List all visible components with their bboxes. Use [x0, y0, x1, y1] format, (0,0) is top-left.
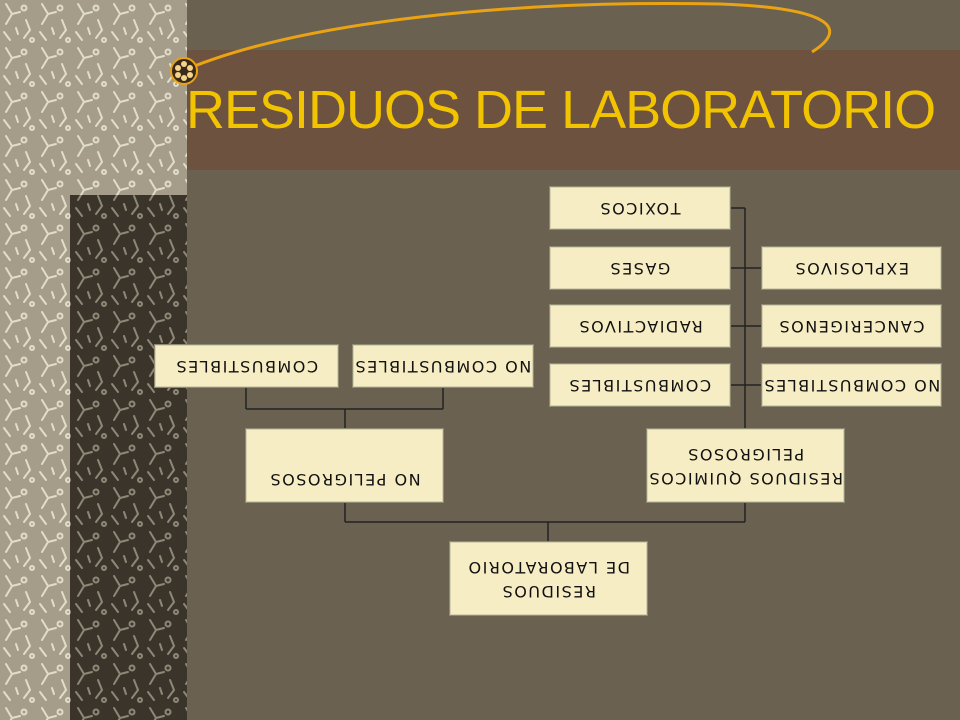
node-label-line: NO PELIGROSOS — [268, 469, 421, 489]
node-label-line: PELIGROSOS — [686, 444, 805, 464]
node-label-line: RESIDUOS — [501, 581, 596, 601]
diagram-node-cancerigenos: CANCERIGENOS — [761, 304, 942, 348]
title-bullet-icon — [170, 57, 198, 85]
diagram-node-toxicos: TOXICOS — [549, 186, 731, 230]
node-label-line: COMBUSTIBLES — [174, 357, 319, 376]
node-label-line: DE LABORATORIO — [467, 557, 630, 577]
diagram-node-residuos-de-laboratorio: RESIDUOS DE LABORATORIO — [449, 541, 648, 616]
node-label-line: CANCERIGENOS — [778, 317, 925, 336]
node-label-line: NO COMBUSTIBLES — [762, 376, 941, 395]
node-label-line: TOXICOS — [599, 199, 681, 218]
diagram-node-no-combustibles-no-peligrosos: NO COMBUSTIBLES — [352, 344, 534, 388]
node-label-line: RESIDUOS QUIMICOS — [648, 468, 843, 488]
diagram-node-gases: GASES — [549, 246, 731, 290]
diagram-node-residuos-quimicos-peligrosos: RESIDUOS QUIMICOS PELIGROSOS — [646, 428, 845, 503]
diagram-node-no-peligrosos: NO PELIGROSOS — [245, 428, 444, 503]
diagram-node-explosivos: EXPLOSIVOS — [761, 246, 942, 290]
diagram-node-no-combustibles-peligrosos: NO COMBUSTIBLES — [761, 363, 942, 407]
node-label-line: GASES — [609, 259, 671, 278]
slide-title: RESIDUOS DE LABORATORIO — [186, 80, 936, 140]
diagram-node-combustibles-no-peligrosos: COMBUSTIBLES — [154, 344, 339, 388]
node-label-line: COMBUSTIBLES — [568, 376, 712, 395]
node-label-line: RADIACTIVOS — [577, 317, 703, 336]
node-label-line: EXPLOSIVOS — [794, 259, 909, 278]
node-label-line: NO COMBUSTIBLES — [354, 357, 532, 376]
diagram-node-combustibles-peligrosos: COMBUSTIBLES — [549, 363, 731, 407]
diagram-node-radiactivos: RADIACTIVOS — [549, 304, 731, 348]
